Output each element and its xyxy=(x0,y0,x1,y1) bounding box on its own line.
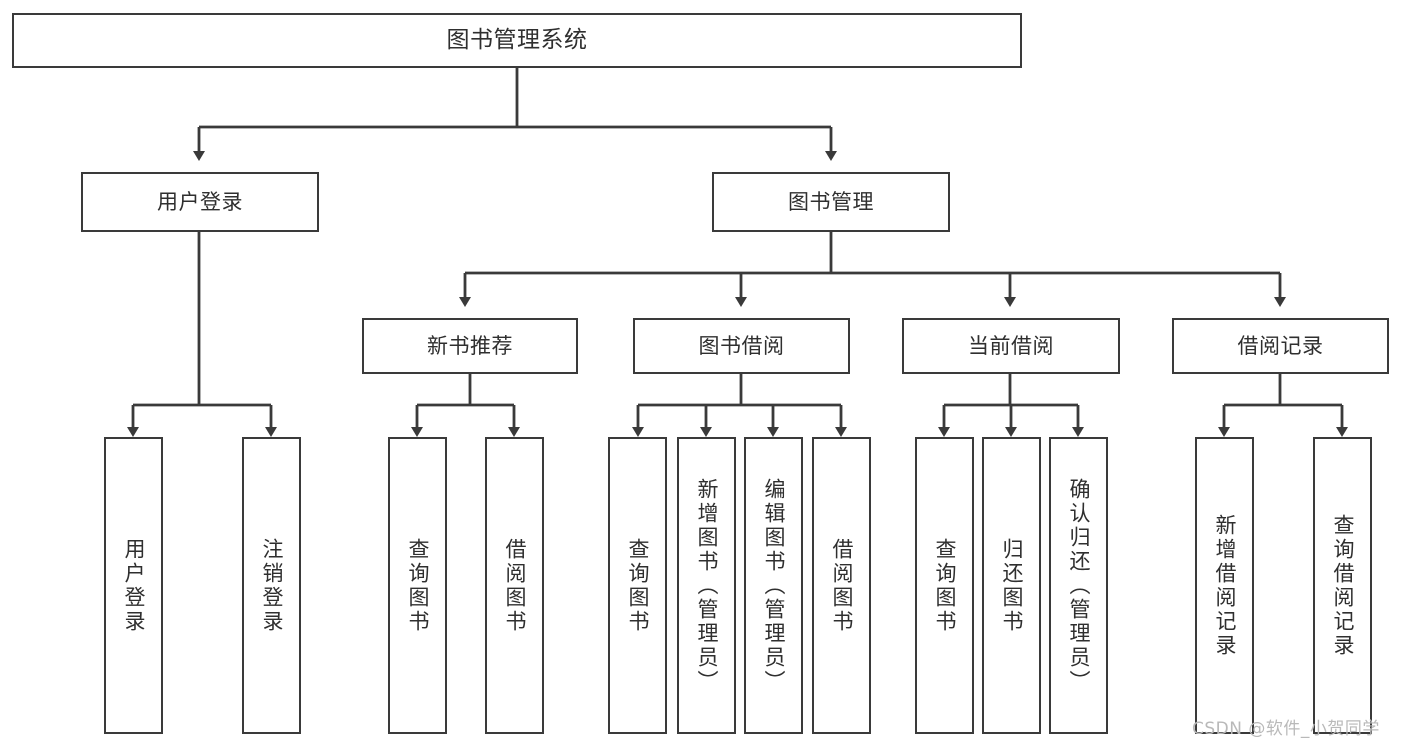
node-leaf-borrow-book-borrow[interactable]: 借阅图书 xyxy=(812,437,871,734)
node-current-borrow[interactable]: 当前借阅 xyxy=(902,318,1120,374)
node-borrow-record[interactable]: 借阅记录 xyxy=(1172,318,1389,374)
node-label: 查询图书 xyxy=(933,537,957,634)
node-label: 新增图书（管理员） xyxy=(695,477,719,694)
node-label: 图书管理系统 xyxy=(446,26,588,53)
node-new-book-recommend[interactable]: 新书推荐 xyxy=(362,318,578,374)
node-leaf-add-borrow-record[interactable]: 新增借阅记录 xyxy=(1195,437,1254,734)
node-label: 用户登录 xyxy=(157,189,243,214)
node-label: 新增借阅记录 xyxy=(1213,513,1237,658)
node-label: 借阅图书 xyxy=(503,537,527,634)
csdn-watermark: CSDN @软件_小贺同学 xyxy=(1192,719,1380,739)
node-leaf-confirm-return-admin[interactable]: 确认归还（管理员） xyxy=(1049,437,1108,734)
node-label: 图书借阅 xyxy=(698,333,785,358)
node-label: 查询图书 xyxy=(626,537,650,634)
node-leaf-query-borrow-record[interactable]: 查询借阅记录 xyxy=(1313,437,1372,734)
node-leaf-user-logout[interactable]: 注销登录 xyxy=(242,437,301,734)
node-book-borrow[interactable]: 图书借阅 xyxy=(633,318,850,374)
node-label: 用户登录 xyxy=(122,537,146,634)
node-leaf-user-login[interactable]: 用户登录 xyxy=(104,437,163,734)
node-label: 图书管理 xyxy=(788,189,874,214)
node-leaf-edit-book-admin[interactable]: 编辑图书（管理员） xyxy=(744,437,803,734)
node-label: 借阅图书 xyxy=(830,537,854,634)
node-label: 当前借阅 xyxy=(968,333,1054,358)
node-book-manage[interactable]: 图书管理 xyxy=(712,172,950,232)
node-leaf-query-book-current[interactable]: 查询图书 xyxy=(915,437,974,734)
node-label: 归还图书 xyxy=(1000,537,1024,634)
node-leaf-add-book-admin[interactable]: 新增图书（管理员） xyxy=(677,437,736,734)
node-user-login[interactable]: 用户登录 xyxy=(81,172,319,232)
node-leaf-return-book[interactable]: 归还图书 xyxy=(982,437,1041,734)
node-leaf-borrow-book-recommend[interactable]: 借阅图书 xyxy=(485,437,544,734)
node-label: 查询图书 xyxy=(406,537,430,634)
node-book-management-system[interactable]: 图书管理系统 xyxy=(12,13,1022,68)
node-leaf-query-book-borrow[interactable]: 查询图书 xyxy=(608,437,667,734)
node-label: 确认归还（管理员） xyxy=(1067,477,1091,694)
node-label: 查询借阅记录 xyxy=(1331,513,1355,658)
node-label: 编辑图书（管理员） xyxy=(762,477,786,694)
node-label: 新书推荐 xyxy=(427,333,513,358)
node-leaf-query-book-recommend[interactable]: 查询图书 xyxy=(388,437,447,734)
node-label: 借阅记录 xyxy=(1237,333,1324,358)
node-label: 注销登录 xyxy=(260,537,284,634)
